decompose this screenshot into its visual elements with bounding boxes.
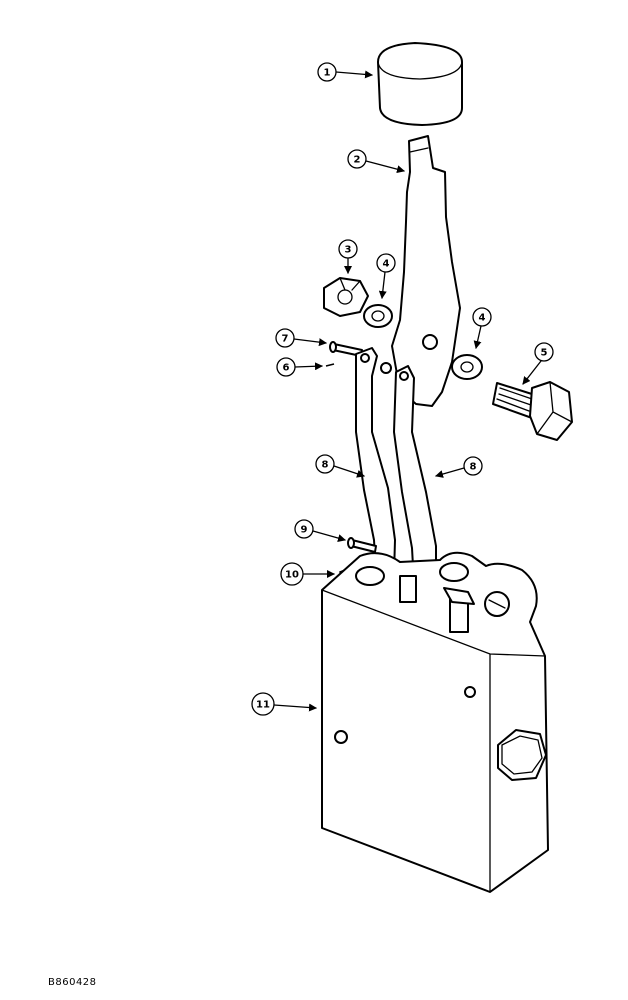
callout-8a: 8 xyxy=(315,454,365,478)
callout-3-label: 3 xyxy=(345,245,352,256)
callout-5: 5 xyxy=(522,342,554,385)
callout-7: 7 xyxy=(275,328,327,348)
nut-part xyxy=(323,277,369,317)
callout-11: 11 xyxy=(251,692,317,716)
callout-5-label: 5 xyxy=(541,348,548,359)
clevis-pin-lower-part xyxy=(347,537,377,553)
callout-2: 2 xyxy=(347,149,405,174)
callout-8a-label: 8 xyxy=(322,460,329,471)
figure-id: B860428 xyxy=(48,977,97,988)
callout-4a-label: 4 xyxy=(383,259,390,270)
knob-part xyxy=(377,42,463,126)
callout-10: 10 xyxy=(280,562,335,586)
bolt-part xyxy=(492,381,573,441)
washer-left-part xyxy=(363,304,393,328)
callout-8b: 8 xyxy=(435,456,483,478)
callout-10-label: 10 xyxy=(285,570,299,581)
cotter-pin-upper-part xyxy=(325,363,335,367)
callout-6-label: 6 xyxy=(283,363,290,374)
callout-1-label: 1 xyxy=(324,68,331,79)
callout-3: 3 xyxy=(338,239,358,274)
callout-4b-label: 4 xyxy=(479,313,486,324)
callout-2-label: 2 xyxy=(354,155,361,166)
callout-1: 1 xyxy=(317,62,373,82)
callout-9-label: 9 xyxy=(301,525,308,536)
valve-body-part xyxy=(321,551,549,893)
callout-8b-label: 8 xyxy=(470,462,477,473)
callout-4b: 4 xyxy=(472,307,492,349)
callout-11-label: 11 xyxy=(256,700,270,711)
callout-9: 9 xyxy=(294,519,346,542)
lever-part xyxy=(380,135,461,407)
callout-4a: 4 xyxy=(376,253,396,299)
callout-6: 6 xyxy=(276,357,323,377)
link-left-part xyxy=(355,347,396,583)
callout-7-label: 7 xyxy=(282,334,289,345)
washer-right-part xyxy=(451,354,483,380)
